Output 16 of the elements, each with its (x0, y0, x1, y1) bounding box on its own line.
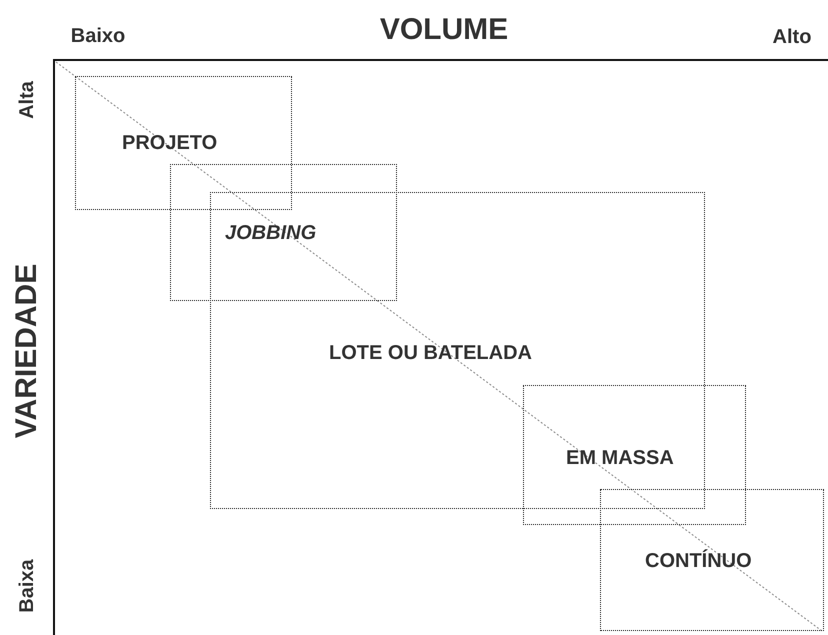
region-box (600, 489, 824, 631)
region-label: EM MASSA (566, 448, 674, 468)
region-label: LOTE OU BATELADA (329, 343, 532, 363)
region-label: PROJETO (122, 133, 218, 153)
axis-label: Baixo (70, 26, 126, 46)
region-box (523, 385, 746, 525)
axis-label: VOLUME (380, 15, 508, 45)
region-box (210, 192, 705, 509)
axis-label: Alto (772, 27, 812, 47)
region-label: CONTÍNUO (645, 551, 752, 571)
region-box (75, 76, 292, 210)
region-box (170, 164, 397, 301)
region-label: JOBBING (225, 223, 316, 243)
axis-label: VARIEDADE (12, 264, 42, 438)
axis-label: Baixa (17, 559, 37, 613)
axis-label: Alta (17, 81, 37, 119)
